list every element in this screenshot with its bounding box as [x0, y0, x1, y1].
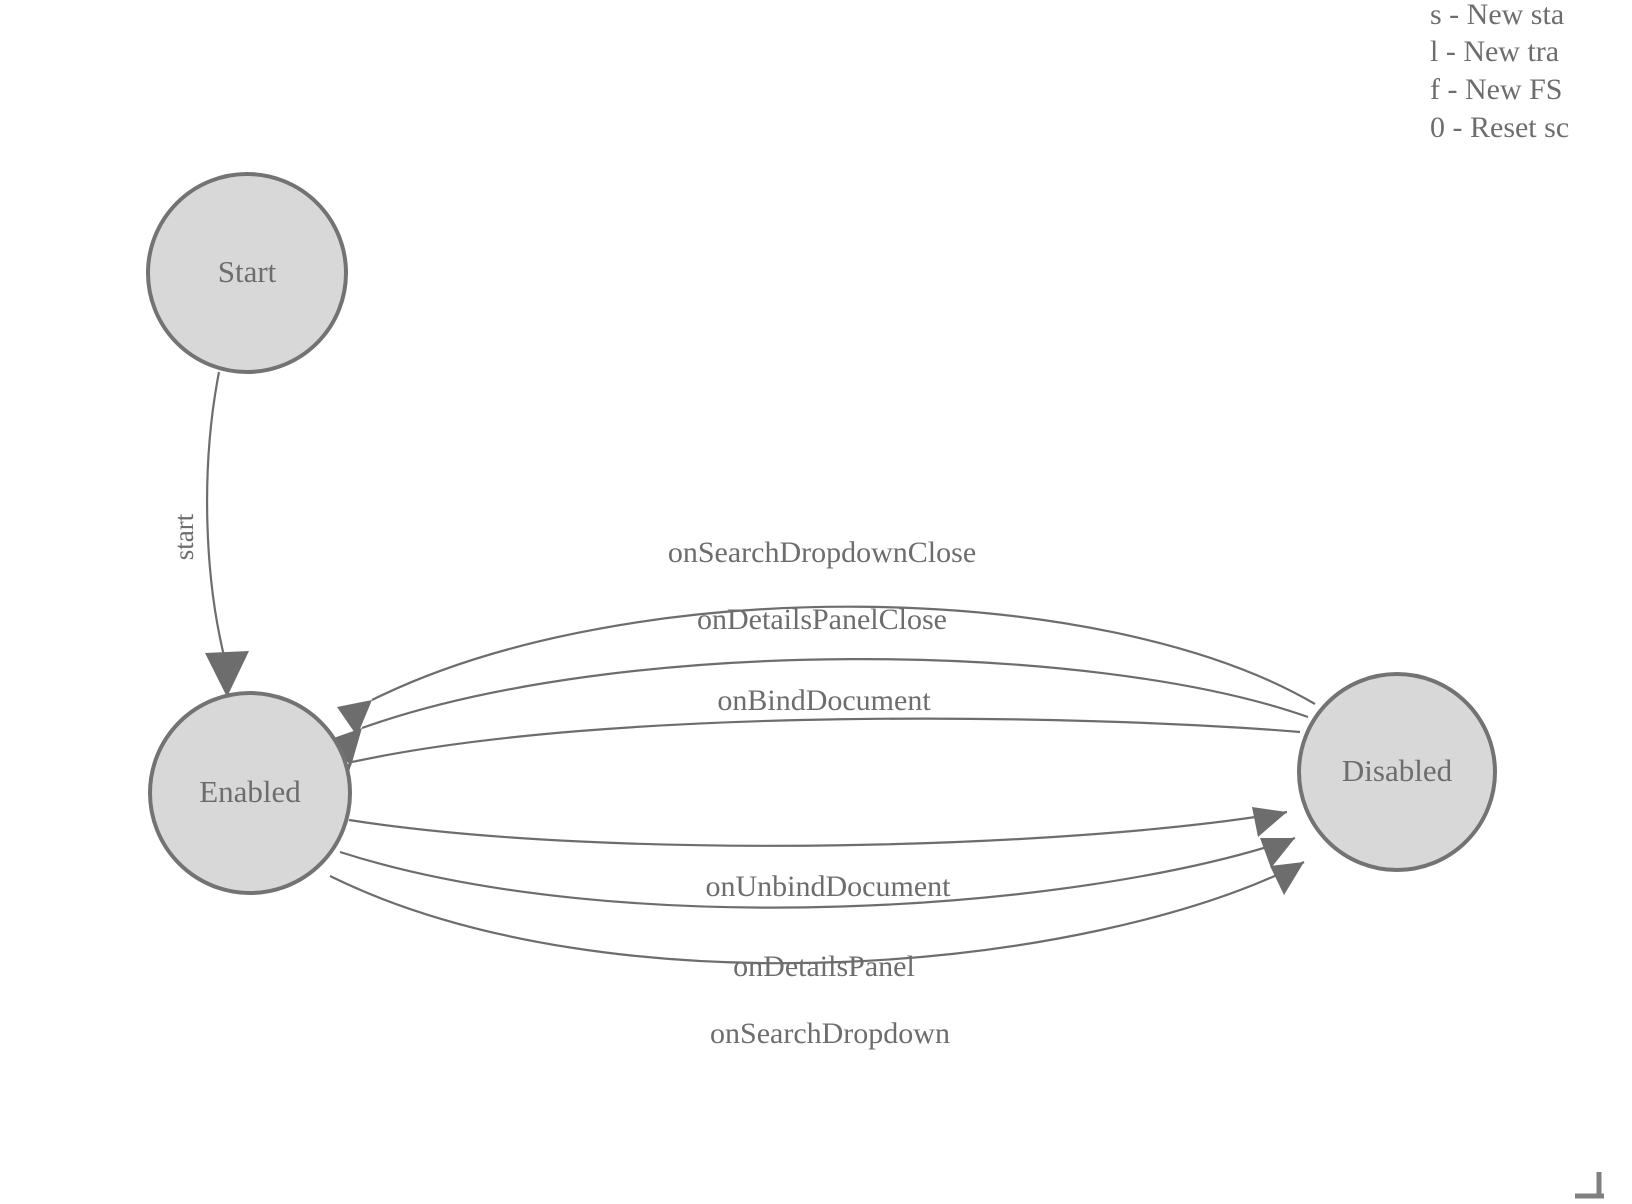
transition-onDetailsPanel[interactable]: [339, 836, 1296, 909]
transition-label-onBindDocument: onBindDocument: [717, 684, 931, 717]
arrow-head-icon: [337, 700, 372, 736]
state-node-disabled[interactable]: Disabled: [1297, 672, 1497, 872]
transition-edge-path[interactable]: [205, 371, 227, 661]
transition-label-onDetailsPanel: onDetailsPanel: [733, 950, 915, 983]
state-node-circle[interactable]: [146, 172, 348, 374]
help-overlay: s - New sta l - New tra f - New FS 0 - R…: [1430, 0, 1569, 144]
transition-onUnbindDocument[interactable]: [348, 807, 1288, 847]
transition-label-onSearchDropdown: onSearchDropdown: [710, 1017, 950, 1050]
transition-edge-path[interactable]: [329, 861, 1305, 965]
arrow-head-icon: [1260, 838, 1295, 868]
transition-label-onSearchDropdownClose: onSearchDropdownClose: [668, 536, 976, 569]
help-line-new-state: s - New sta: [1430, 0, 1564, 31]
arrow-head-icon: [1270, 862, 1304, 895]
transition-onDetailsPanelClose[interactable]: [328, 658, 1309, 766]
transition-onSearchDropdown[interactable]: [329, 861, 1305, 965]
transition-onBindDocument[interactable]: [318, 717, 1301, 801]
arrow-head-icon: [205, 651, 249, 697]
state-node-circle[interactable]: [148, 691, 352, 895]
state-node-label: Enabled: [199, 774, 301, 809]
help-line-reset-scale: 0 - Reset sc: [1430, 111, 1569, 144]
transition-label-onDetailsPanelClose: onDetailsPanelClose: [697, 603, 947, 636]
transition-edge-path[interactable]: [371, 605, 1316, 705]
help-line-new-fsm: f - New FS: [1430, 73, 1563, 106]
help-line-new-transition: l - New tra: [1430, 35, 1559, 68]
resize-handle-icon[interactable]: [1575, 1172, 1604, 1199]
state-node-label: Disabled: [1342, 753, 1453, 788]
state-node-start[interactable]: Start: [146, 172, 348, 374]
transition-edge-path[interactable]: [361, 658, 1309, 730]
transition-label-onUnbindDocument: onUnbindDocument: [706, 870, 952, 903]
transition-edge-path[interactable]: [351, 717, 1301, 764]
transition-label-start: start: [169, 513, 199, 560]
transition-start[interactable]: [205, 371, 249, 697]
state-node-circle[interactable]: [1297, 672, 1497, 872]
state-node-enabled[interactable]: Enabled: [148, 691, 352, 895]
arrow-head-icon: [1252, 807, 1287, 837]
transition-edge-path[interactable]: [339, 836, 1296, 909]
arrow-head-icon: [328, 728, 362, 766]
transition-edge-path[interactable]: [348, 810, 1288, 847]
state-node-label: Start: [218, 254, 277, 289]
transition-onSearchDropdownClose[interactable]: [337, 605, 1316, 736]
